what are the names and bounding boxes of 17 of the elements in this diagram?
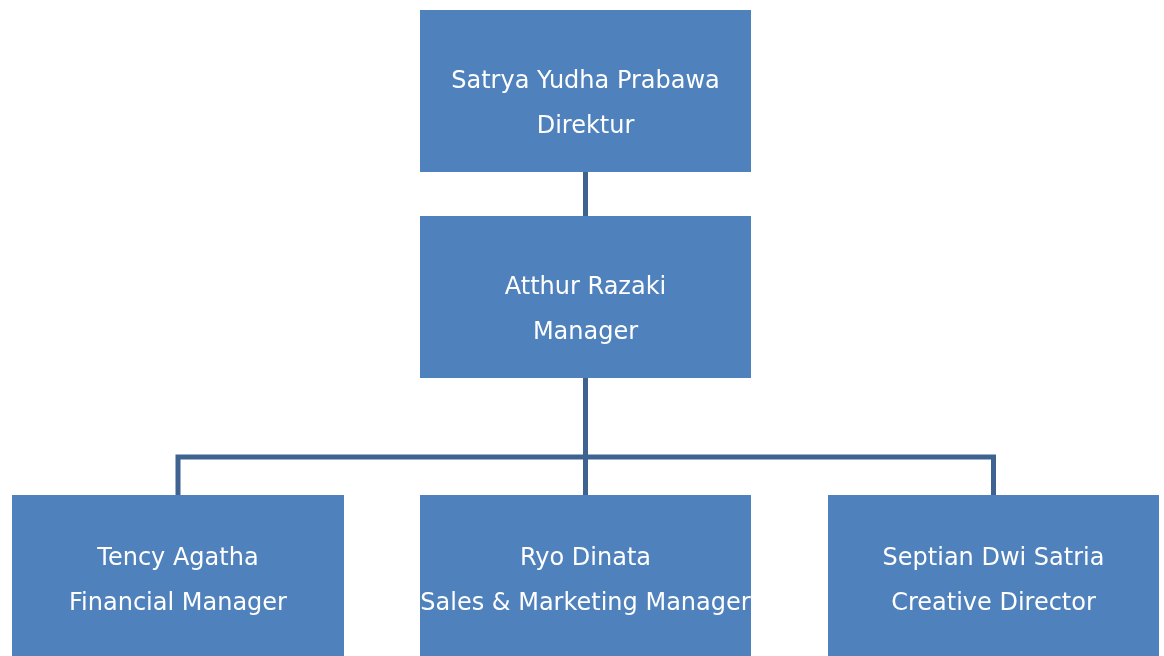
person-name: Satrya Yudha Prabawa [451, 65, 720, 96]
org-box [420, 216, 751, 378]
org-box [12, 495, 344, 656]
person-name: Septian Dwi Satria [882, 542, 1105, 573]
person-name: Atthur Razaki [504, 271, 667, 302]
org-box [420, 495, 751, 656]
connector-line [583, 172, 588, 216]
org-box [828, 495, 1159, 656]
org-box [420, 10, 751, 172]
job-title: Direktur [536, 110, 635, 141]
job-title: Manager [532, 316, 639, 347]
job-title: Sales & Marketing Manager [420, 587, 751, 618]
connector-line [583, 378, 996, 495]
person-name: Ryo Dinata [519, 542, 652, 573]
job-title: Financial Manager [69, 587, 287, 618]
person-name: Tency Agatha [97, 542, 259, 573]
job-title: Creative Director [891, 587, 1096, 618]
